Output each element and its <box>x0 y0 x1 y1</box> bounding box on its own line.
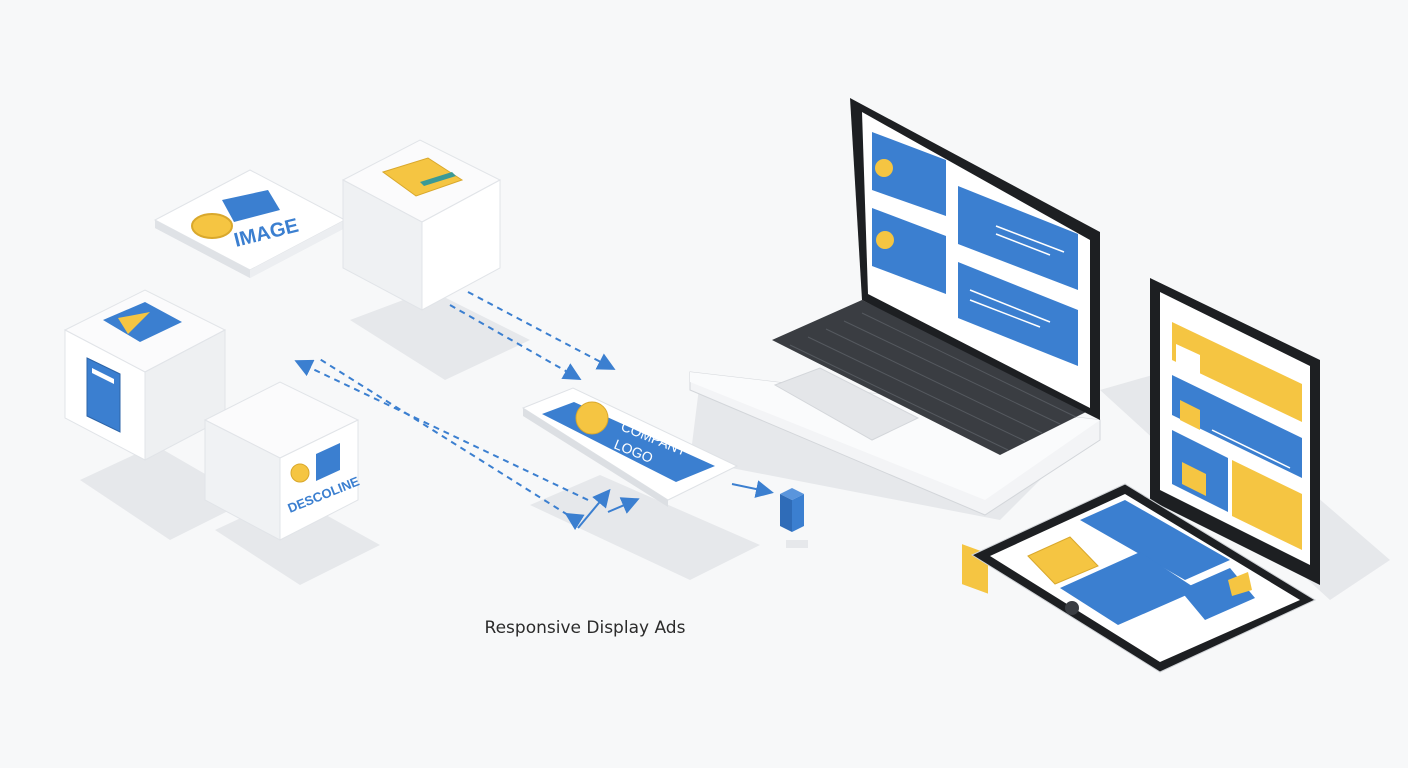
book-icon <box>86 357 121 433</box>
folder-icon <box>381 157 464 197</box>
logo-badge-icon <box>575 401 609 435</box>
diagram-caption: Responsive Display Ads <box>484 618 686 638</box>
laptop-trackpad <box>773 367 920 441</box>
coin-icon <box>290 463 310 483</box>
flag-icon <box>118 312 150 334</box>
asset-cube-left <box>63 289 227 461</box>
output-block <box>780 488 808 548</box>
image-asset-tile: IMAGE <box>153 169 347 278</box>
laptop-keyboard <box>772 300 1090 455</box>
laptop-device <box>689 98 1101 594</box>
asset-cube-headline: DESCOLINE <box>203 381 362 541</box>
image-card-icon <box>222 190 280 222</box>
company-logo-ad-card: COMPANY LOGO <box>521 387 739 507</box>
tablet-landscape-device <box>970 483 1317 673</box>
flow-arrows <box>294 291 774 531</box>
card-icon <box>316 443 340 481</box>
asset-cube-top <box>341 139 502 311</box>
tablet-portrait-device <box>1150 278 1320 585</box>
coin-icon <box>191 213 233 239</box>
